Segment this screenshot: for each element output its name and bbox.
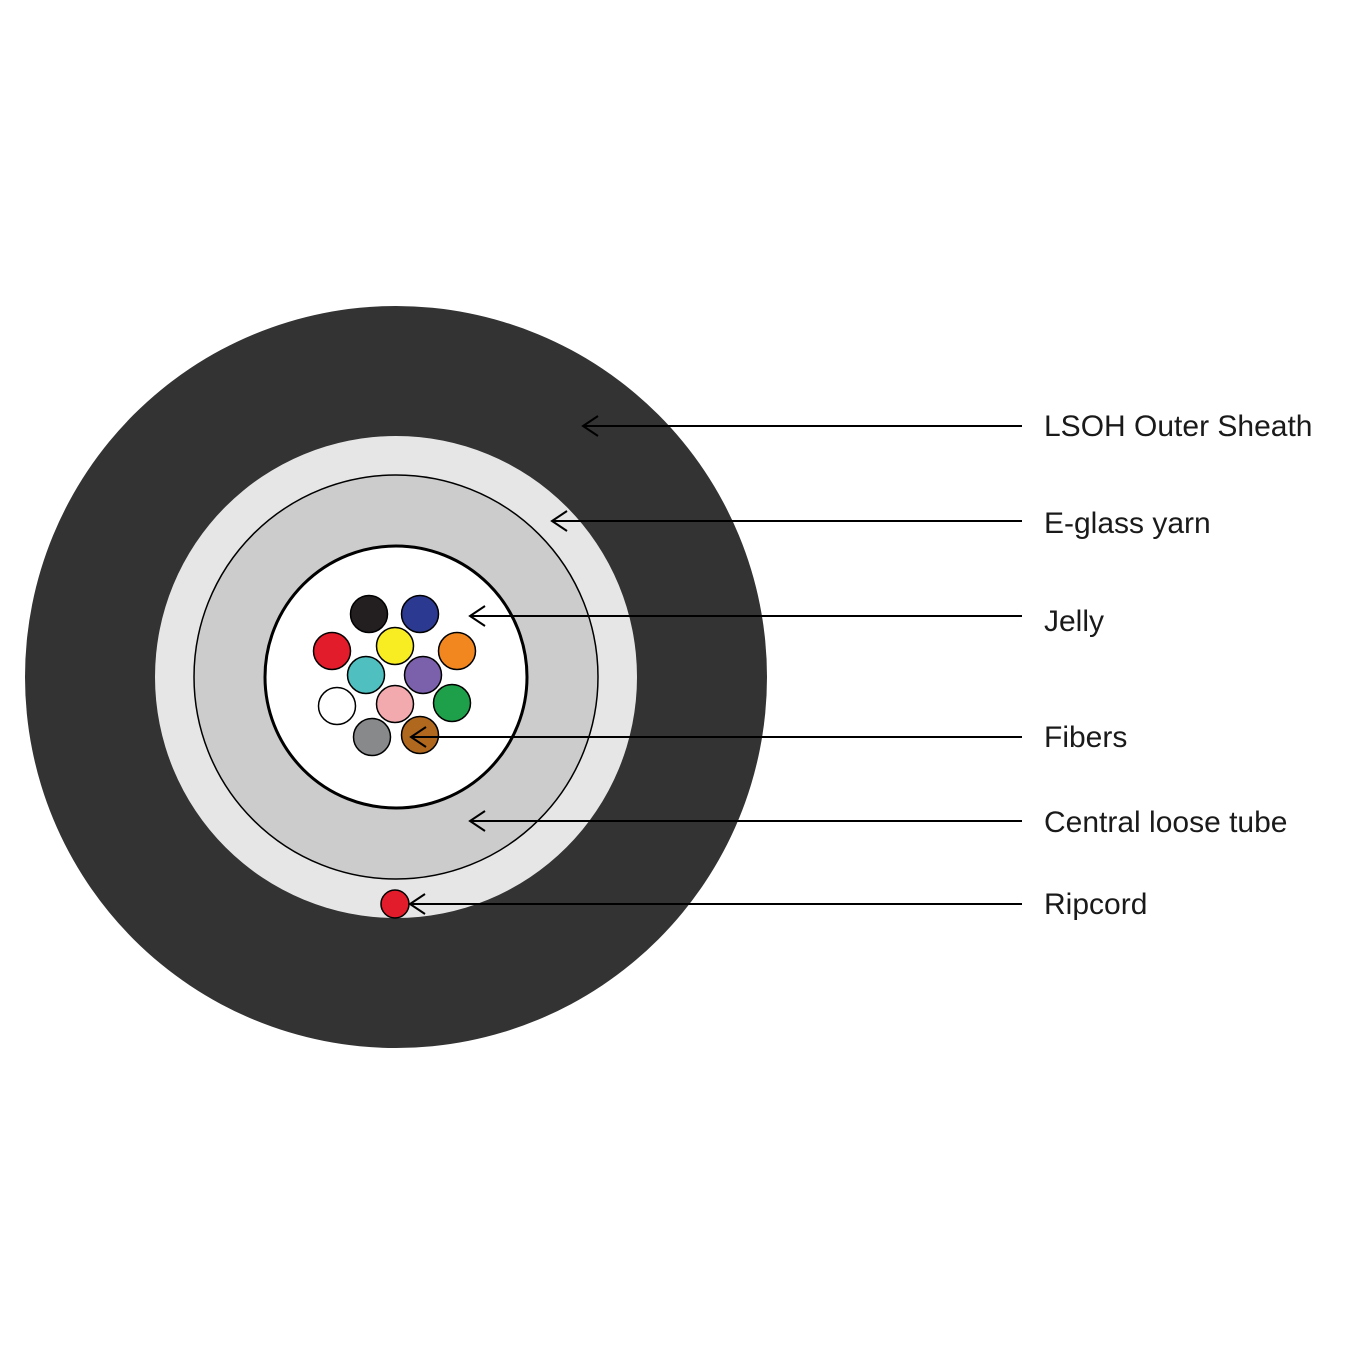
- label-eglass-yarn: E-glass yarn: [1044, 507, 1211, 540]
- leader-outer-sheath: [581, 415, 1022, 437]
- leader-eglass-yarn: [550, 510, 1022, 532]
- fiber-aqua: [346, 655, 386, 695]
- fiber-yellow: [375, 626, 415, 666]
- fibers-group: [312, 594, 477, 757]
- fiber-red: [312, 631, 352, 671]
- leader-fibers: [409, 726, 1022, 748]
- fiber-orange: [437, 631, 477, 671]
- ripcord: [380, 889, 410, 919]
- fiber-slate: [352, 717, 392, 757]
- label-jelly: Jelly: [1044, 605, 1104, 638]
- fiber-black: [349, 594, 389, 634]
- fiber-white: [317, 686, 357, 726]
- label-fibers: Fibers: [1044, 721, 1127, 754]
- leader-ripcord: [408, 893, 1022, 915]
- leader-jelly: [468, 605, 1022, 627]
- label-loose-tube: Central loose tube: [1044, 806, 1288, 839]
- label-ripcord: Ripcord: [1044, 888, 1147, 921]
- fiber-blue: [400, 594, 440, 634]
- fiber-brown: [400, 715, 440, 755]
- fiber-green: [432, 683, 472, 723]
- fiber-violet: [403, 655, 443, 695]
- jelly-layer: [263, 544, 529, 810]
- leader-loose-tube: [468, 810, 1022, 832]
- fiber-rose: [375, 684, 415, 724]
- label-outer-sheath: LSOH Outer Sheath: [1044, 410, 1312, 443]
